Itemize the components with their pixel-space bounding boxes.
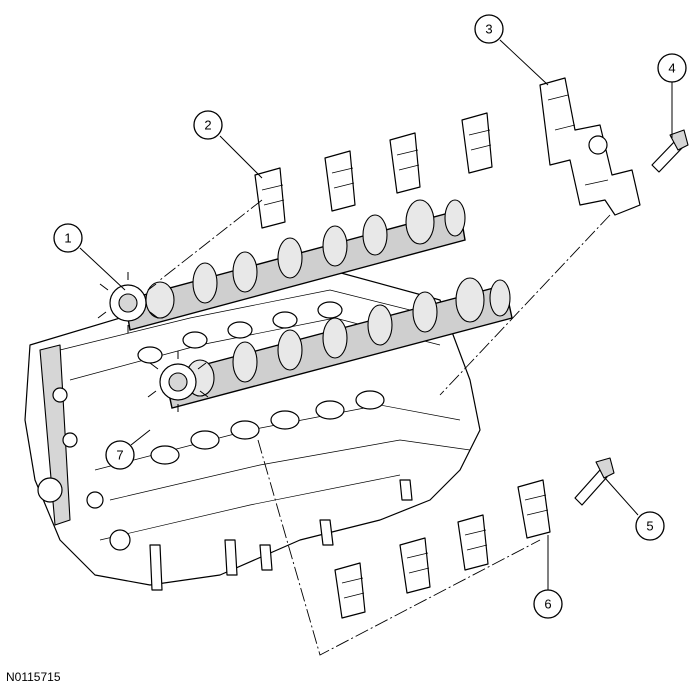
callout-5-label: 5: [646, 519, 653, 534]
camshaft-lower: [164, 277, 513, 409]
callout-6: 6: [533, 589, 563, 619]
bearing-cap: [457, 514, 489, 571]
callout-3: 3: [474, 14, 504, 44]
figure-id: N0115715: [6, 670, 61, 684]
bearing-cap: [461, 112, 493, 174]
camshaft-front-bearing-cap: [539, 77, 641, 216]
callout-5: 5: [635, 511, 665, 541]
bearing-cap: [324, 150, 356, 212]
bearing-cap: [254, 167, 286, 229]
callout-2-label: 2: [204, 118, 211, 133]
alignment-lines: [159, 199, 611, 656]
bearing-cap: [334, 562, 366, 619]
callout-1: 1: [53, 223, 83, 253]
callout-2: 2: [193, 110, 223, 140]
camshaft-lower-sprocket: [147, 351, 209, 412]
bearing-cap: [517, 479, 551, 539]
callout-4: 4: [657, 53, 687, 83]
bolt-lower: [574, 457, 615, 506]
callout-leaders: [79, 39, 673, 590]
cylinder-head-studs: [149, 479, 413, 591]
callout-6-label: 6: [544, 597, 551, 612]
valve-springs: [137, 301, 385, 465]
bolt-upper: [651, 129, 689, 173]
bearing-cap: [399, 537, 431, 594]
camshaft-upper-sprocket: [97, 272, 159, 333]
bearing-cap: [389, 132, 421, 194]
callout-7-label: 7: [116, 448, 123, 463]
camshaft-bearing-caps-lower: [334, 479, 551, 619]
callout-1-label: 1: [64, 231, 71, 246]
camshaft-upper: [124, 199, 466, 331]
callout-4-label: 4: [668, 61, 675, 76]
camshaft-bearing-caps-upper: [254, 112, 493, 229]
callout-3-label: 3: [485, 22, 492, 37]
callout-7: 7: [105, 440, 135, 470]
